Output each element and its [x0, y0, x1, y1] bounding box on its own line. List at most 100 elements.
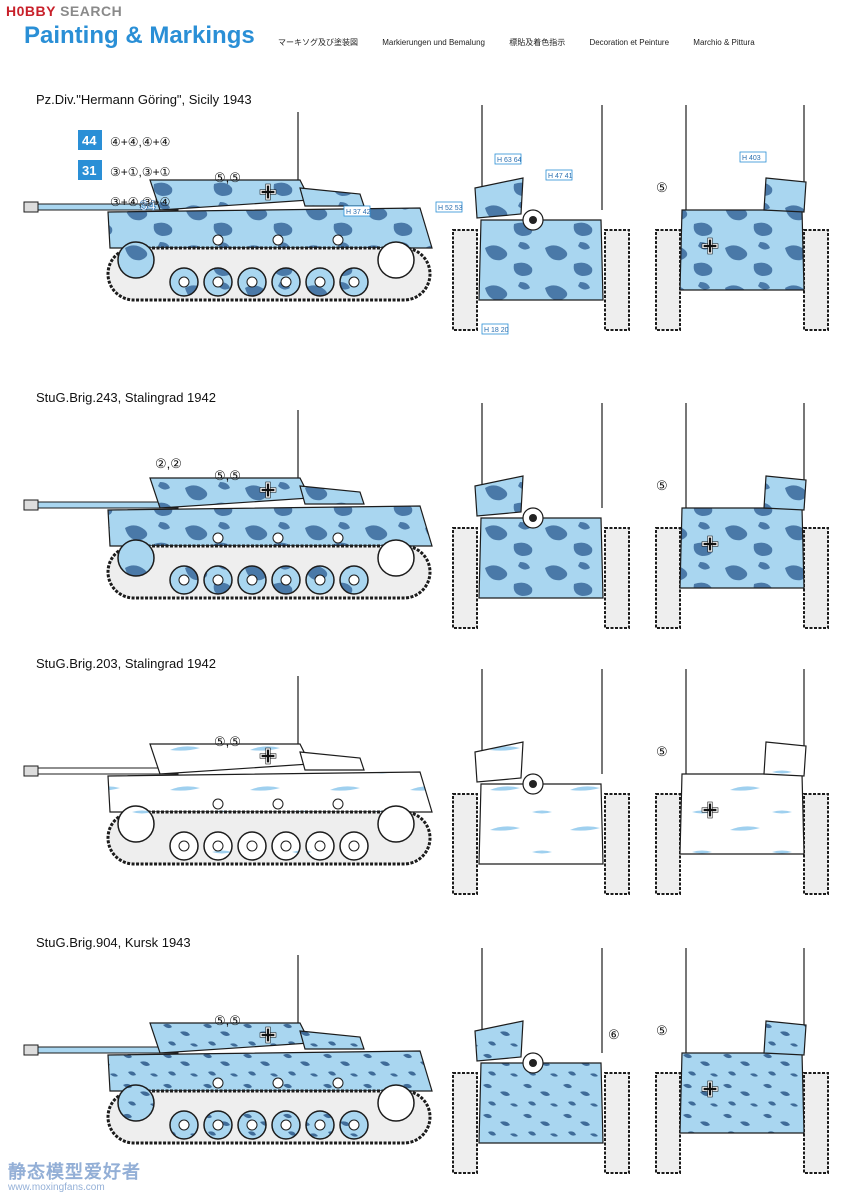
right-track [803, 1072, 829, 1174]
front-view-4: ⑥ [452, 948, 630, 1174]
h-label-box [545, 169, 573, 181]
rear-hatch-open [763, 177, 807, 213]
front-view-2 [452, 403, 630, 629]
subtitle-cn: 標貼及着色指示 [509, 38, 566, 47]
callout-left: ②,② [155, 456, 182, 471]
hull [107, 207, 433, 249]
right-track [803, 229, 829, 331]
drive-sprocket [117, 805, 155, 843]
site-logo[interactable]: H0BBY SEARCH [6, 3, 122, 19]
subtitle-row: マーキソグ及び塗装図 Markierungen und Bemalung 標貼及… [278, 37, 777, 48]
return-roller [272, 234, 284, 246]
hull-number: 34 [140, 197, 156, 213]
idler-wheel [377, 539, 415, 577]
h-label-text: H 18 20 [484, 327, 509, 334]
left-track [655, 229, 681, 331]
decal-number-box [78, 130, 102, 150]
decal-number-text: 44 [82, 133, 97, 148]
rear-hull [679, 773, 805, 855]
callout-side: ⑤,⑤ [214, 1013, 241, 1028]
callout-rear: ⑤ [656, 744, 668, 759]
h-label-text: H 37 42 [346, 209, 371, 216]
side-hatch-open [474, 1020, 524, 1062]
balkenkreuz-icon [259, 481, 277, 499]
wheel-hub [212, 574, 224, 586]
watermark-text: 静态模型爱好者 [8, 1162, 141, 1182]
balkenkreuz-icon [701, 1080, 719, 1098]
h-label-box [739, 151, 767, 163]
callout-rear: ⑤ [656, 478, 668, 493]
return-roller [272, 1077, 284, 1089]
wheel-hub [348, 1119, 360, 1131]
decal-row-2: ③+①,③+① [110, 165, 170, 179]
side-view-3: ⑤,⑤ [23, 676, 433, 866]
front-hull [478, 1062, 604, 1144]
wheel-hub [246, 1119, 258, 1131]
subtitle-it: Marchio & Pittura [693, 38, 755, 47]
wheel-hub [280, 574, 292, 586]
engine-deck [299, 1030, 365, 1050]
front-hull [478, 517, 604, 599]
wheel-hub [280, 276, 292, 288]
wheel-hub [246, 276, 258, 288]
left-track [452, 1072, 478, 1174]
side-view-2: ⑤,⑤②,② [23, 410, 433, 600]
wheel-hub [246, 840, 258, 852]
right-track [604, 527, 630, 629]
decal-number-box [78, 160, 102, 180]
return-roller [212, 1077, 224, 1089]
right-track [803, 527, 829, 629]
section-title-1: Pz.Div."Hermann Göring", Sicily 1943 [36, 92, 252, 107]
logo-text-hobby: H0BBY [6, 3, 56, 19]
gun-barrel [27, 501, 179, 509]
balkenkreuz-icon [701, 535, 719, 553]
wheel-hub [348, 276, 360, 288]
left-track [452, 229, 478, 331]
idler-wheel [377, 241, 415, 279]
h-label-text: H 403 [742, 155, 761, 162]
right-track [604, 793, 630, 895]
wheel-hub [178, 1119, 190, 1131]
wheel-hub [280, 1119, 292, 1131]
wheel-hub [178, 840, 190, 852]
return-roller [272, 798, 284, 810]
wheel-hub [178, 574, 190, 586]
engine-deck [299, 751, 365, 771]
drive-sprocket [117, 539, 155, 577]
left-track [452, 527, 478, 629]
wheel-hub [280, 840, 292, 852]
side-hatch-open [474, 475, 524, 517]
idler-wheel [377, 1084, 415, 1122]
drive-sprocket [117, 241, 155, 279]
rear-view-3: ⑤ [655, 669, 829, 895]
section-title-4: StuG.Brig.904, Kursk 1943 [36, 935, 191, 950]
section-title-2: StuG.Brig.243, Stalingrad 1942 [36, 390, 216, 405]
decal-row-1: ④+④,④+④ [110, 135, 170, 149]
wheel-hub [314, 840, 326, 852]
callout-rear: ⑤ [656, 180, 668, 195]
rear-view-2: ⑤ [655, 403, 829, 629]
wheel-hub [348, 574, 360, 586]
h-label-text: H 47 41 [548, 173, 573, 180]
page-title: Painting & Markings [24, 22, 255, 49]
return-roller [272, 532, 284, 544]
idler-wheel [377, 805, 415, 843]
decal-row-3: ③+④,③+④ [110, 195, 170, 209]
balkenkreuz-icon [701, 237, 719, 255]
side-view-4: ⑤,⑤ [23, 955, 433, 1145]
top-bar: H0BBY SEARCH [0, 0, 861, 22]
left-track [655, 527, 681, 629]
gun-barrel [27, 767, 179, 775]
callout-side: ⑤,⑤ [214, 734, 241, 749]
wheel-hub [348, 840, 360, 852]
gun-bore [529, 780, 537, 788]
side-hatch-open [474, 177, 524, 219]
rear-hull [679, 209, 805, 291]
return-roller [332, 234, 344, 246]
gun-barrel [27, 1046, 179, 1054]
h-label-box [435, 201, 463, 213]
h-label-box [343, 205, 371, 217]
